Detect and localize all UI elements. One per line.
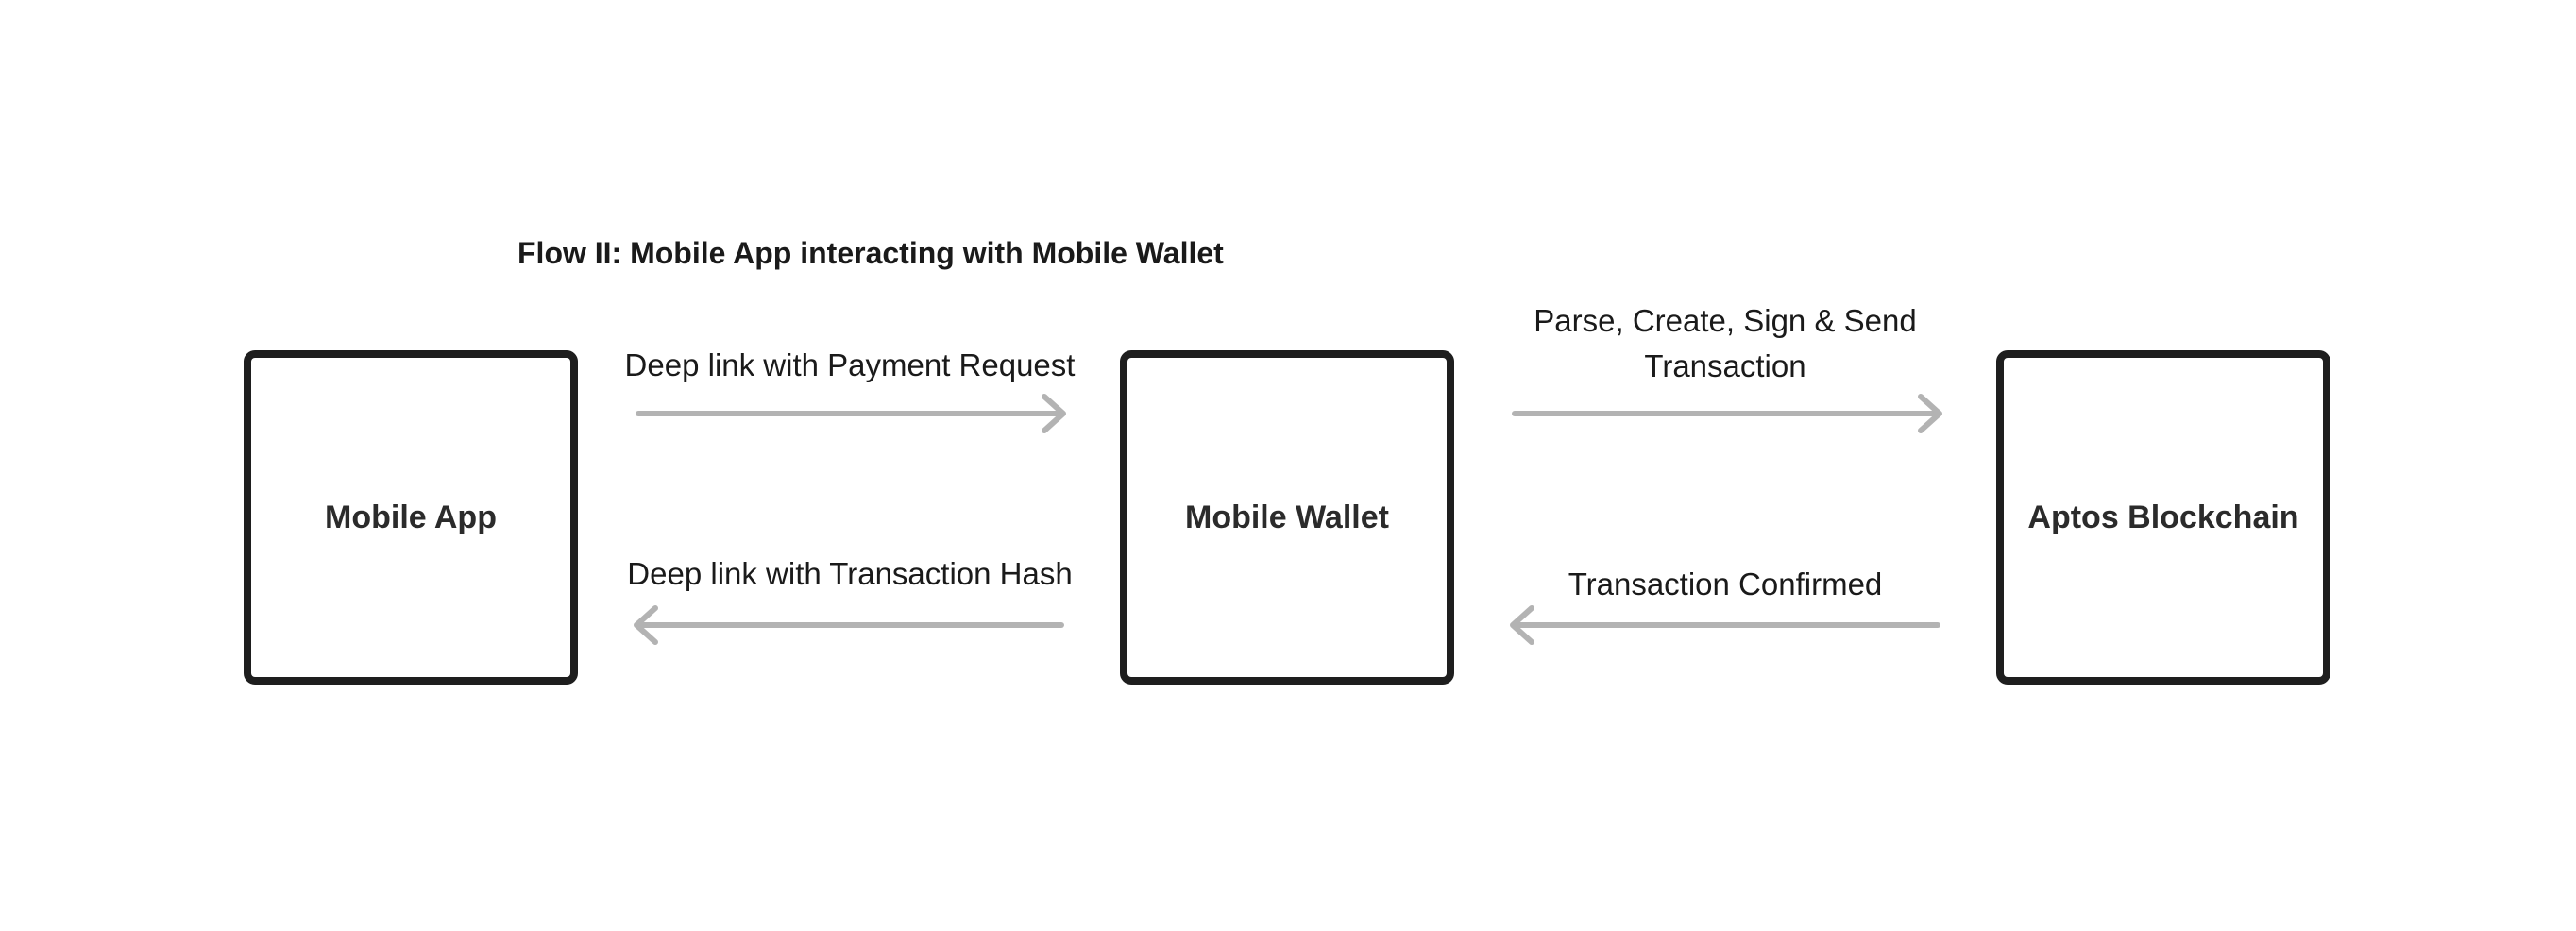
node-mobile-wallet: Mobile Wallet <box>1120 350 1454 685</box>
node-aptos-blockchain: Aptos Blockchain <box>1996 350 2330 685</box>
node-aptos-blockchain-label: Aptos Blockchain <box>2027 499 2299 535</box>
edge-label-transaction-hash: Deep link with Transaction Hash <box>627 556 1073 591</box>
arrow-wallet-to-app <box>634 605 1064 645</box>
edge-label-sign-send: Parse, Create, Sign & Send Transaction <box>1534 303 1917 383</box>
node-mobile-wallet-label: Mobile Wallet <box>1185 499 1389 535</box>
arrow-chain-to-wallet <box>1510 605 1940 645</box>
arrow-app-to-wallet <box>636 394 1066 433</box>
arrow-wallet-to-chain <box>1512 394 1942 433</box>
diagram-title: Flow II: Mobile App interacting with Mob… <box>517 236 1224 270</box>
node-mobile-app: Mobile App <box>244 350 578 685</box>
edge-label-payment-request: Deep link with Payment Request <box>624 347 1076 382</box>
edge-label-transaction-confirmed: Transaction Confirmed <box>1568 567 1883 601</box>
node-mobile-app-label: Mobile App <box>325 499 497 535</box>
